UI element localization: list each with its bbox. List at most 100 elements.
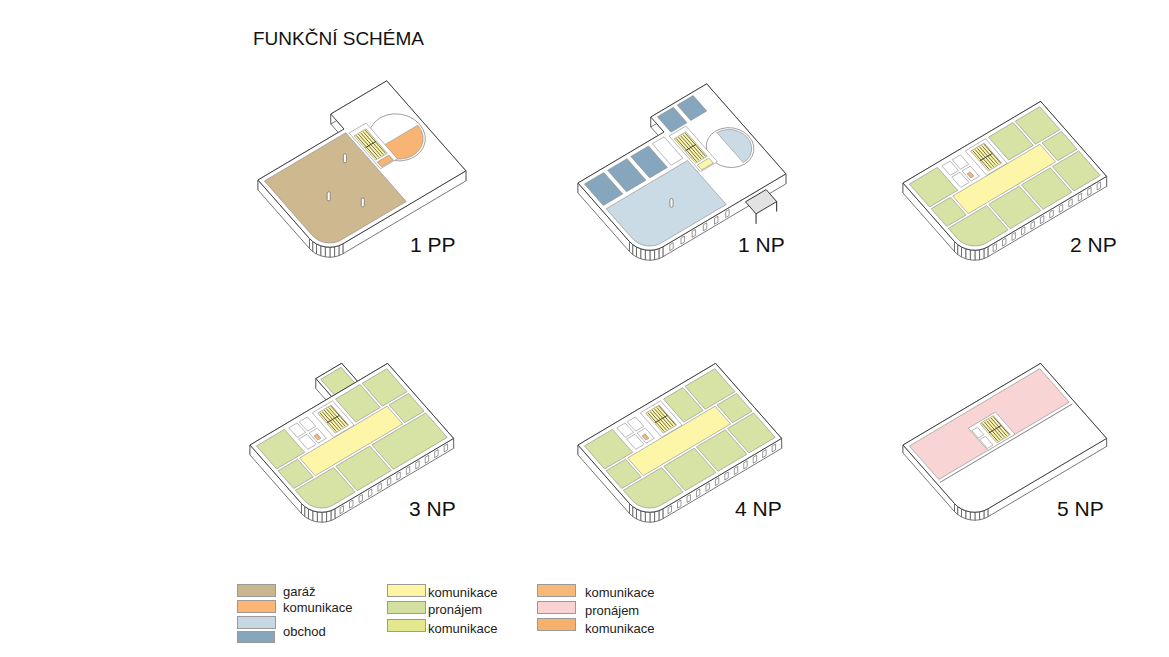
stair-step (989, 419, 1005, 437)
wall-top (258, 81, 466, 247)
stair-step (654, 409, 671, 428)
window-mark (1012, 232, 1015, 240)
room-area (952, 155, 969, 169)
window-mark (1078, 193, 1081, 201)
window-mark (725, 472, 728, 480)
window-mark (406, 466, 409, 474)
window-mark (416, 461, 419, 469)
window-mark (435, 450, 438, 458)
floor-label: 2 NP (1070, 233, 1117, 257)
room-area (697, 158, 713, 170)
window-mark (350, 500, 353, 508)
legend-text: komunikace (585, 621, 654, 636)
wall-face (322, 512, 327, 522)
stair-step (324, 410, 341, 429)
room-area (642, 434, 649, 440)
column-symbol (670, 198, 673, 207)
stair-step (365, 130, 385, 153)
room-area (354, 129, 387, 160)
legend-text-holder: pronájem (585, 601, 639, 619)
legend-swatch (237, 616, 276, 629)
window-mark (744, 461, 747, 469)
room-area (980, 416, 1010, 443)
canopy-support (756, 214, 757, 224)
wall-face (980, 249, 984, 260)
window-mark (670, 243, 673, 251)
window-mark (1021, 227, 1024, 235)
floor-label-holder: 1 NP (738, 233, 785, 257)
wall-face (650, 512, 655, 522)
floor-label-holder: 1 PP (410, 233, 456, 257)
stair-step (322, 411, 339, 430)
legend-text-holder: pronájem (428, 600, 482, 618)
legend-text-holder: komunikace (585, 619, 654, 637)
wall-face (975, 250, 980, 260)
room-area (318, 405, 349, 433)
legend-text: komunikace (428, 621, 497, 636)
floor-label: 1 NP (738, 233, 785, 257)
wall-face (313, 511, 318, 522)
floor-plan-1np (578, 84, 786, 260)
wall-face (970, 250, 975, 260)
legend-text: komunikace (585, 585, 654, 600)
floor-label-holder: 5 NP (1057, 497, 1104, 521)
wall-face (327, 511, 331, 522)
wall-face (645, 250, 650, 260)
wall-face (321, 246, 326, 257)
room-area (377, 155, 393, 167)
legend-swatch (537, 618, 576, 631)
wall-face (966, 249, 971, 260)
window-mark (1031, 221, 1034, 229)
room-area (971, 143, 1002, 171)
stair-landing (980, 153, 992, 160)
floor-plan-4np (578, 363, 782, 522)
room-area (627, 417, 644, 431)
stair-step (977, 148, 994, 167)
window-mark (444, 444, 447, 452)
window-mark (772, 444, 775, 452)
stair-landing (686, 144, 696, 150)
legend-text-holder: komunikace (428, 583, 497, 601)
column-symbol (327, 192, 330, 201)
window-mark (715, 478, 718, 486)
floor-label-holder: 2 NP (1070, 233, 1117, 257)
room-area (967, 172, 974, 178)
window-mark (1050, 210, 1053, 218)
wall-face (650, 250, 655, 260)
room-area (717, 130, 752, 163)
stair-step (652, 410, 669, 429)
floor-label: 5 NP (1057, 497, 1104, 521)
wall-face (641, 249, 646, 260)
wall-top (250, 363, 454, 512)
legend-text: garáž (283, 584, 316, 599)
window-mark (1059, 204, 1062, 212)
room-area (669, 126, 717, 172)
legend-text-holder: komunikace (428, 619, 497, 637)
stair-step (986, 421, 1002, 439)
stair-landing (989, 426, 1001, 433)
floor-label: 4 NP (735, 497, 782, 521)
title-holder: FUNKČNÍ SCHÉMA (253, 28, 424, 50)
legend-swatch (387, 584, 426, 597)
room-area (962, 166, 979, 181)
window-mark (696, 489, 699, 497)
floor-label-holder: 4 NP (735, 497, 782, 521)
room-area (980, 436, 993, 448)
window-mark (726, 210, 729, 218)
canopy-support (776, 202, 777, 212)
room-area (372, 413, 447, 469)
stair-landing (366, 141, 376, 147)
window-mark (734, 466, 737, 474)
window-mark (668, 506, 671, 514)
floor-label: 1 PP (410, 233, 456, 257)
wall-top (578, 363, 782, 512)
room-area (674, 132, 707, 163)
window-mark (715, 216, 718, 224)
window-mark (687, 494, 690, 502)
legend-text: pronájem (585, 603, 639, 618)
window-mark (678, 500, 681, 508)
stair-landing (655, 415, 667, 422)
window-mark (425, 455, 428, 463)
window-mark (993, 244, 996, 252)
